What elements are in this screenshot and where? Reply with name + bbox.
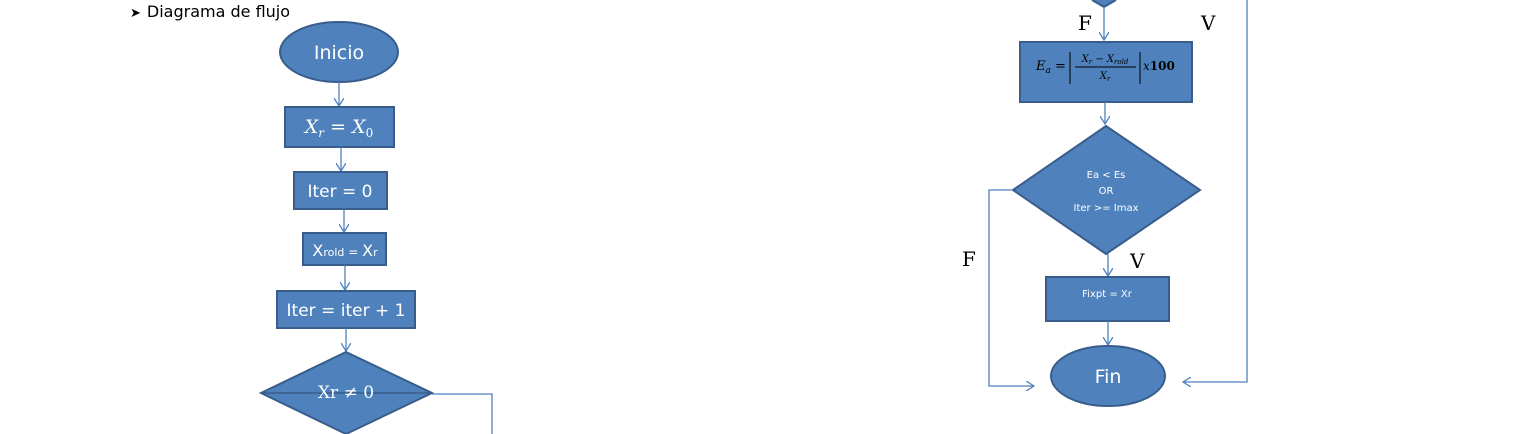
- fixpt-label: Fixpt = Xr: [1082, 289, 1133, 300]
- connector-line: [432, 393, 493, 434]
- condition-line-1: Ea < Es: [1087, 170, 1126, 181]
- process-xr-eq-x0: Xr = X0: [284, 106, 395, 148]
- xr-eq-x0-label: Xr = X0: [303, 116, 373, 140]
- end-node: Fin: [1050, 345, 1166, 407]
- false-label: F: [962, 247, 976, 271]
- false-label: F: [1078, 11, 1092, 35]
- process-xrold: Xrold = Xr: [302, 232, 387, 266]
- decision-bottom-tip: [1091, 0, 1117, 9]
- condition-line-2: OR: [1099, 186, 1114, 197]
- decision-stop-condition: Ea < Es OR Iter >= Imax: [1011, 124, 1202, 256]
- true-branch-arrow: [1183, 0, 1248, 382]
- condition-line-3: Iter >= Imax: [1074, 203, 1139, 214]
- ea-multiplier: x100: [1143, 59, 1175, 73]
- iter-zero-label: Iter = 0: [308, 182, 373, 202]
- true-label: V: [1200, 11, 1216, 35]
- start-label: Inicio: [314, 42, 364, 64]
- process-iter-inc: Iter = iter + 1: [276, 290, 416, 329]
- heading-text: Diagrama de flujo: [146, 2, 291, 21]
- process-iter-zero: Iter = 0: [293, 171, 388, 210]
- end-label: Fin: [1095, 366, 1122, 388]
- section-heading: ➤ Diagrama de flujo: [130, 2, 290, 21]
- start-node: Inicio: [279, 21, 399, 83]
- xr-ne-0-label: Xr ≠ 0: [318, 383, 374, 403]
- xrold-label: Xrold = Xr: [312, 241, 378, 260]
- false-branch-arrow: [988, 189, 1034, 386]
- decision-xr-ne-0: Xr ≠ 0: [258, 350, 435, 434]
- iter-inc-label: Iter = iter + 1: [287, 301, 406, 321]
- process-ea-formula: Ea = Xr − Xrold Xr x100: [1019, 41, 1193, 103]
- process-fixpt: Fixpt = Xr: [1045, 276, 1170, 322]
- true-label: V: [1129, 249, 1145, 273]
- arrow-bullet-icon: ➤: [130, 6, 141, 21]
- ea-symbol: Ea =: [1035, 59, 1066, 76]
